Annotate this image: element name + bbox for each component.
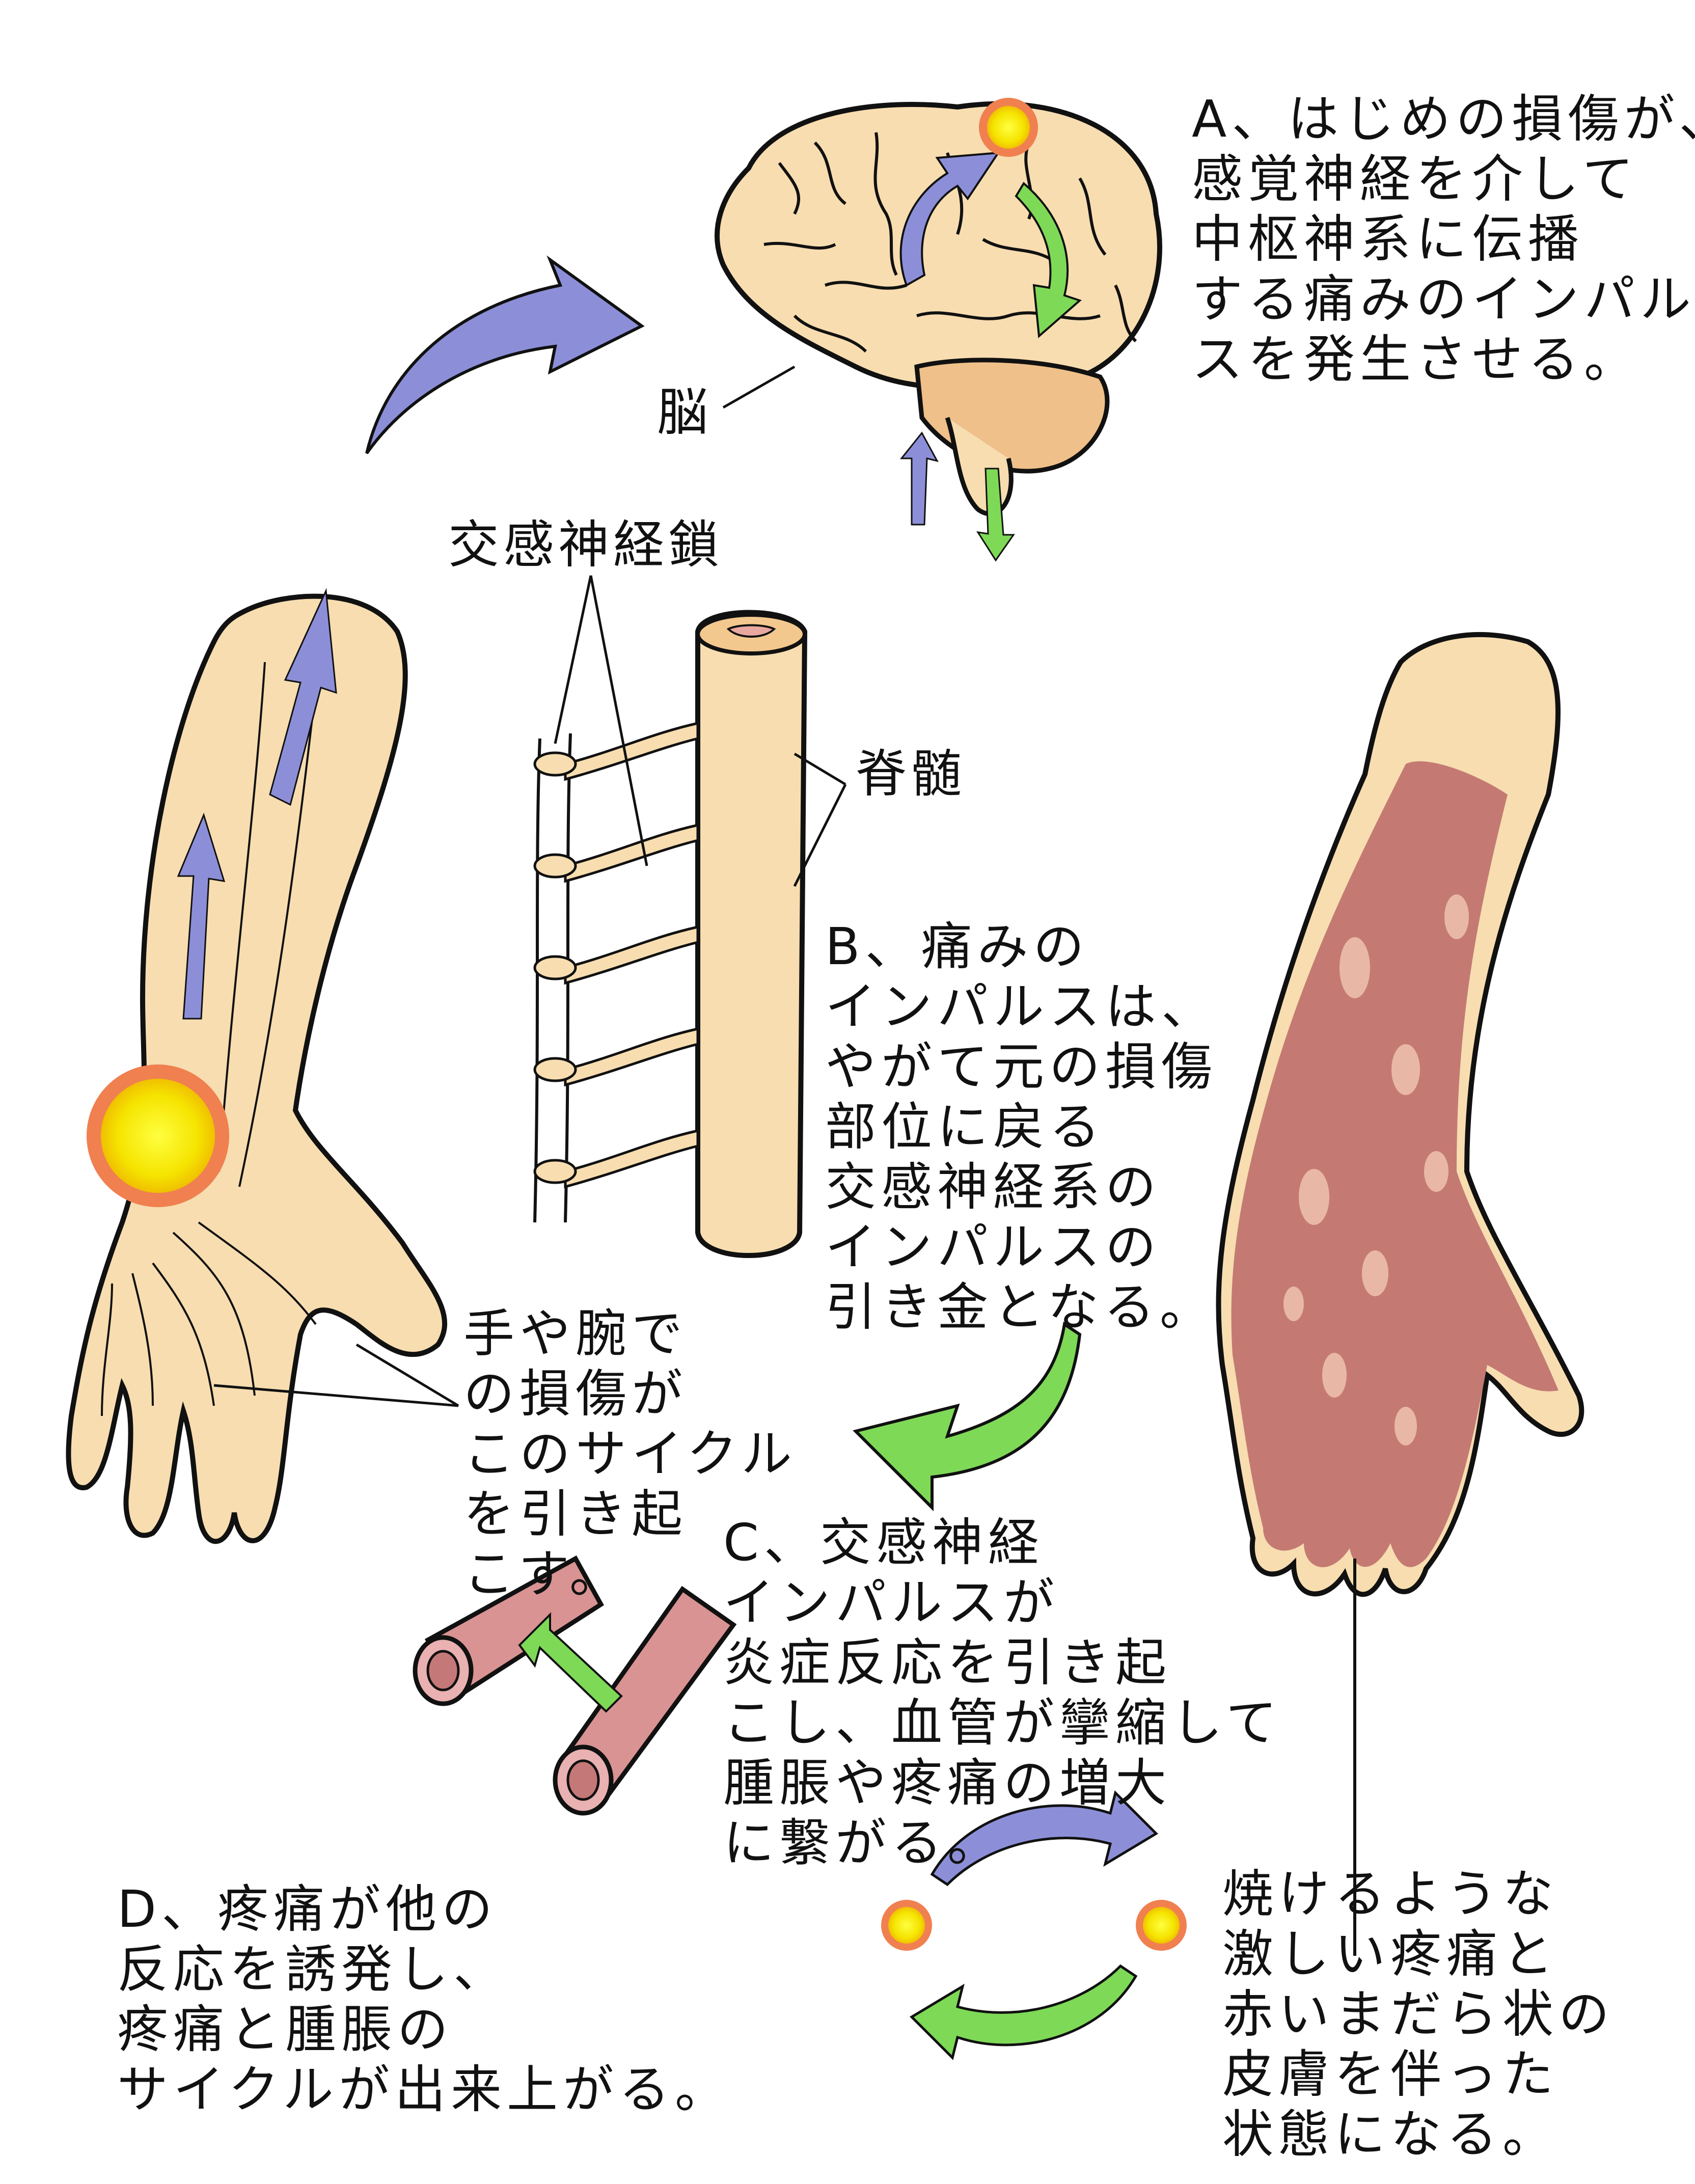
burning-note-line: 赤いまだら状の: [1222, 1984, 1615, 2044]
note-b-line: 引き金となる。: [825, 1277, 1216, 1337]
note-c-line: 腫脹や疼痛の増大: [723, 1753, 1171, 1813]
brain-label: 脳: [657, 383, 712, 442]
left-arm-drawing: [66, 588, 459, 1544]
injury-note: 手や腕で の損傷が このサイクル を引き起 こす。: [463, 1304, 797, 1604]
note-c-line: インパルスが: [723, 1573, 1059, 1632]
sympathetic-chain-label: 交感神経鎖: [448, 515, 723, 575]
injury-note-line: このサイクル: [463, 1424, 797, 1484]
note-d: D、疼痛が他の 反応を誘発し、 疼痛と腫脹の サイクルが出来上がる。: [117, 1879, 731, 2120]
note-a-line: A、はじめの損傷が、: [1192, 89, 1695, 149]
note-c-line: C、交感神経: [723, 1513, 1044, 1572]
burning-note: 焼けるような 激しい疼痛と 赤いまだら状の 皮膚を伴った 状態になる。: [1222, 1864, 1615, 2165]
note-b-line: B、痛みの: [825, 917, 1089, 976]
note-a-line: 中枢神系に伝播: [1192, 209, 1584, 269]
note-b-line: 部位に戻る: [825, 1097, 1105, 1157]
spinal-cord-label: 脊髄: [856, 744, 966, 804]
note-c-line: 炎症反応を引き起: [723, 1633, 1171, 1692]
burning-note-line: 状態になる。: [1222, 2105, 1559, 2164]
spinal-cord-drawing: [533, 575, 847, 1258]
note-a-line: スを発生させる。: [1192, 330, 1640, 389]
note-c: C、交感神経 インパルスが 炎症反応を引き起 こし、血管が攣縮して 腫脹や疼痛の…: [723, 1513, 1282, 1873]
injury-note-line: 手や腕で: [463, 1304, 688, 1363]
injury-note-line: の損傷が: [463, 1364, 688, 1424]
note-b-line: インパルスは、: [825, 977, 1217, 1036]
injury-note-line: を引き起: [463, 1484, 688, 1544]
note-d-line: 反応を誘発し、: [117, 1940, 509, 1999]
small-cycle-drawing: [881, 1790, 1187, 2060]
blood-vessel-drawing: [413, 1555, 737, 1816]
burning-note-line: 激しい疼痛と: [1222, 1924, 1559, 1984]
burning-note-line: 皮膚を伴った: [1222, 2044, 1559, 2104]
note-c-line: に繋がる。: [723, 1813, 1003, 1873]
note-b-line: やがて元の損傷: [825, 1037, 1217, 1097]
note-a: A、はじめの損傷が、 感覚神経を介して 中枢神系に伝播 する痛みのインパル スを…: [1192, 89, 1695, 390]
injury-note-line: こす。: [463, 1544, 625, 1604]
note-d-line: 疼痛と腫脹の: [117, 2000, 453, 2059]
brain-drawing: [715, 98, 1162, 562]
note-b-line: インパルスの: [825, 1217, 1161, 1277]
note-a-line: 感覚神経を介して: [1192, 149, 1638, 209]
cycle-arrow-to-brain: [365, 255, 645, 454]
burning-note-line: 焼けるような: [1222, 1864, 1559, 1924]
note-d-line: サイクルが出来上がる。: [117, 2060, 731, 2119]
note-d-line: D、疼痛が他の: [117, 1879, 498, 1939]
note-b-line: 交感神経系の: [825, 1157, 1161, 1217]
note-b: B、痛みの インパルスは、 やがて元の損傷 部位に戻る 交感神経系の インパルス…: [825, 917, 1217, 1337]
note-a-line: する痛みのインパル: [1192, 269, 1695, 329]
note-c-line: こし、血管が攣縮して: [723, 1693, 1282, 1753]
cycle-arrow-to-vessels: [853, 1321, 1082, 1512]
right-arm-drawing: [1216, 632, 1584, 1956]
